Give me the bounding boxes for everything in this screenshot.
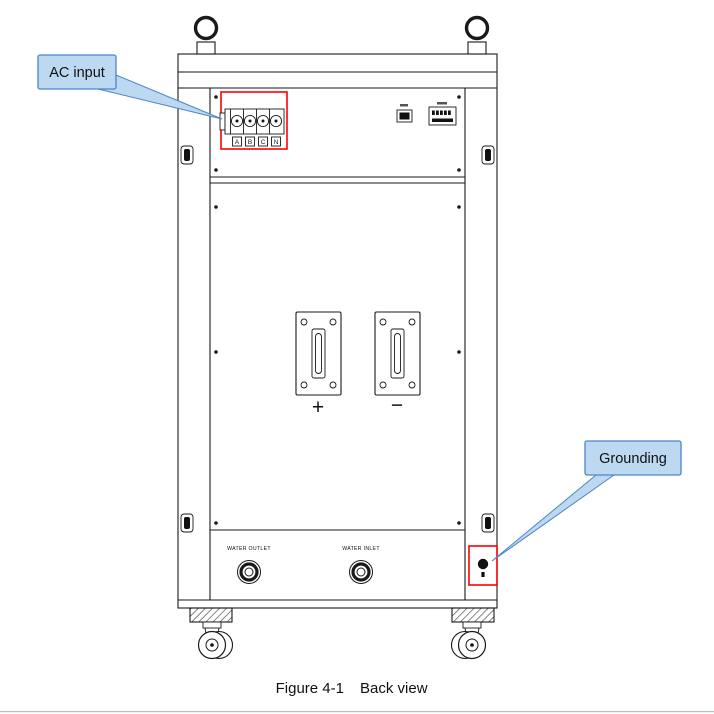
water-outlet-label: WATER OUTLET	[227, 546, 271, 552]
dc-connector-positive	[295, 311, 342, 396]
dc-connector-negative	[374, 311, 421, 396]
water-fittings: WATER OUTLET WATER INLET	[227, 546, 380, 584]
eyebolt-left	[193, 15, 219, 55]
dip-connector	[428, 106, 457, 126]
terminal-label-c: C	[261, 139, 266, 146]
grounding-leader-arrow	[491, 474, 616, 562]
latch	[481, 513, 495, 533]
dc-minus-label: −	[391, 394, 403, 417]
terminal-label-a: A	[235, 139, 240, 146]
caster-right	[450, 607, 495, 660]
ac-input-callout-box	[37, 54, 117, 90]
dc-plus-label: +	[312, 396, 324, 419]
grounding-callout-text: Grounding	[599, 451, 667, 467]
latch	[180, 513, 194, 533]
callout-ac-input: AC input	[37, 54, 223, 120]
water-outlet-fitting	[237, 560, 261, 584]
grounding-callout-box	[584, 440, 682, 476]
ac-input-callout-text: AC input	[49, 65, 105, 81]
water-inlet-label: WATER INLET	[342, 546, 380, 552]
callout-grounding: Grounding	[491, 440, 682, 562]
usb-port	[396, 109, 413, 123]
grounding-screw	[468, 545, 498, 586]
figure-caption: Figure 4-1 Back view	[276, 680, 428, 697]
water-inlet-fitting	[349, 560, 373, 584]
panel-screws	[214, 95, 461, 525]
latch	[180, 145, 194, 165]
dc-output-connectors: + −	[295, 311, 421, 419]
page-bottom-rule	[0, 711, 714, 713]
ac-terminal-block: A B C N	[219, 91, 288, 150]
terminal-screws	[230, 114, 283, 128]
casters	[189, 607, 495, 660]
cabinet-frame	[177, 53, 498, 609]
terminal-label-b: B	[248, 139, 252, 146]
terminal-labels: A B C N	[232, 136, 281, 147]
caster-left	[189, 607, 234, 660]
grounding-highlight-box	[468, 545, 498, 586]
eyebolt-right	[464, 15, 490, 55]
figure-caption-title: Back view	[360, 680, 428, 697]
figure-caption-label: Figure 4-1	[276, 680, 344, 697]
terminal-label-n: N	[274, 139, 279, 146]
rear-connectors	[396, 102, 457, 126]
side-latches	[180, 145, 495, 533]
latch	[481, 145, 495, 165]
lifting-eyes	[193, 15, 490, 55]
